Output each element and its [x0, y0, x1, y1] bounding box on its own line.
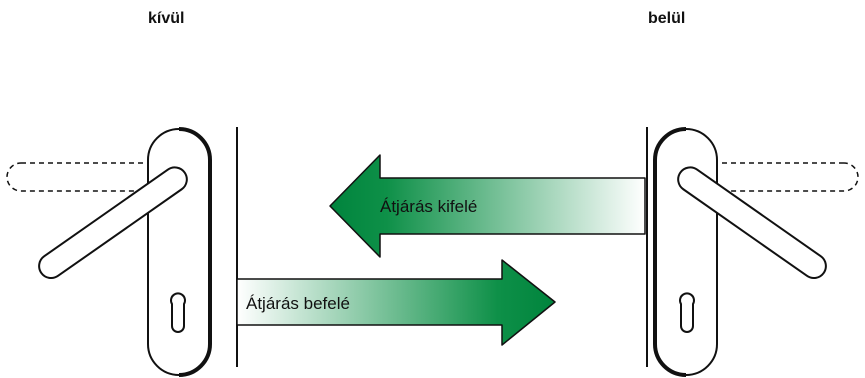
inward-arrow-label: Átjárás befelé [246, 294, 350, 313]
right-raised-handle-outline [682, 162, 859, 192]
inside-label: belül [648, 10, 686, 27]
inward-arrow-shape [236, 259, 556, 346]
left-keyhole-icon [170, 292, 186, 333]
right-back-plate [654, 128, 718, 376]
left-back-plate-edge [178, 127, 212, 377]
left-lever [38, 166, 188, 280]
outward-arrow: Átjárás kifelé [329, 154, 646, 258]
left-raised-handle-outline [6, 162, 183, 192]
outside-label: kívül [148, 10, 185, 27]
right-back-plate-edge [653, 127, 687, 377]
door-handle-icon [6, 127, 212, 377]
right-keyhole-icon [679, 292, 695, 333]
inward-arrow: Átjárás befelé [236, 259, 556, 346]
left-back-plate [147, 128, 211, 376]
outward-arrow-shape [329, 154, 646, 258]
outward-arrow-label: Átjárás kifelé [380, 197, 477, 216]
door-handle-icon [653, 127, 859, 377]
right-lever [677, 166, 827, 280]
